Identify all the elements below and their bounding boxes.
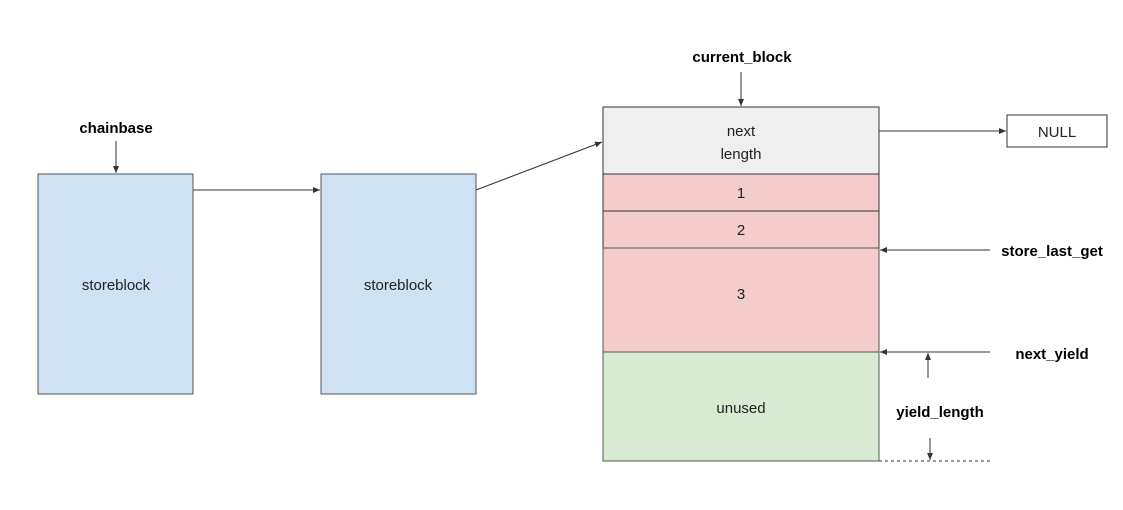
unused-section: [602, 351, 880, 462]
header-section: [602, 106, 880, 175]
storeblock-2: storeblock: [320, 173, 477, 395]
item-2-label: 2: [737, 222, 745, 239]
current-block-label: current_block: [692, 49, 792, 66]
current-block: next length 1 2 3 unused: [602, 106, 880, 462]
item-3: [602, 247, 880, 353]
header-next: next: [727, 123, 756, 140]
storeblock-label: storeblock: [364, 277, 433, 294]
yield-length-label: yield_length: [896, 404, 984, 421]
null-label: NULL: [1038, 124, 1076, 141]
store-last-get-label: store_last_get: [1001, 243, 1103, 260]
unused-label: unused: [716, 400, 765, 417]
null-box: NULL: [1006, 114, 1108, 148]
header-length: length: [721, 146, 762, 163]
item-2: [602, 210, 880, 249]
chainbase-label: chainbase: [79, 120, 152, 137]
item-1-label: 1: [737, 185, 745, 202]
item-3-label: 3: [737, 286, 745, 303]
next-yield-label: next_yield: [1015, 346, 1088, 363]
storeblock-1: storeblock: [37, 173, 194, 395]
storeblock-label: storeblock: [82, 277, 151, 294]
link-arrow-2: [475, 141, 603, 191]
